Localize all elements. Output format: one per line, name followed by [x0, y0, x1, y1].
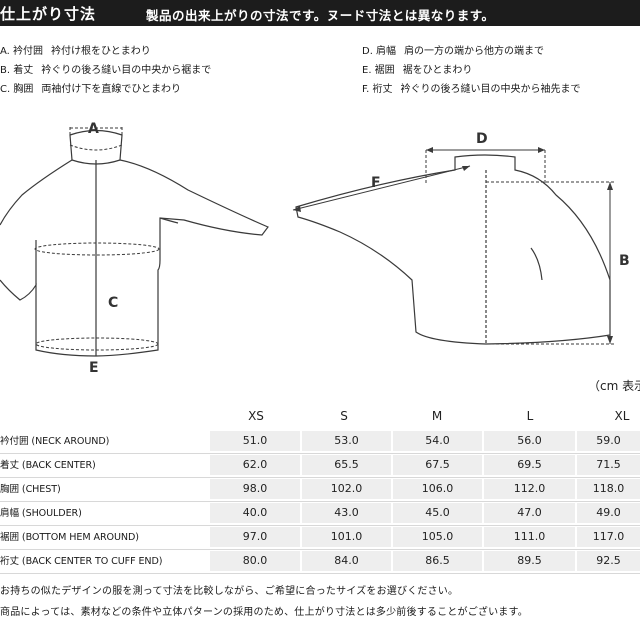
front-jacket-illustration: [0, 129, 269, 357]
unit-note: （cm 表示）: [588, 379, 640, 393]
table-cell: 111.0: [484, 527, 575, 547]
row-label: 裄丈 (BACK CENTER TO CUFF END): [0, 556, 163, 567]
definition-f: F. 裄丈衿ぐりの後ろ縫い目の中央から袖先まで: [362, 80, 581, 99]
table-cell: 54.0: [393, 431, 482, 451]
front-left-sleeve: [0, 159, 73, 226]
definitions-right: D. 肩幅肩の一方の端から他方の端まで E. 裾囲裾をひとまわり F. 裄丈衿ぐ…: [362, 42, 581, 99]
table-cell: 101.0: [302, 527, 391, 547]
diagram-label-f: F: [371, 175, 381, 191]
table-cell: 80.0: [210, 551, 300, 571]
garment-measurement-diagram: A C E D F B: [0, 121, 630, 376]
definition-code: C. 胸囲: [0, 84, 34, 95]
table-cell: 62.0: [210, 455, 300, 475]
header-bar: 仕上がり寸法 製品の出来上がりの寸法です。ヌード寸法とは異なります。: [0, 0, 640, 26]
table-cell: 117.0: [577, 527, 640, 547]
table-row: 肩幅 (SHOULDER) 40.0 43.0 45.0 47.0 49.0: [0, 501, 640, 526]
definition-text: 肩の一方の端から他方の端まで: [404, 46, 545, 57]
definition-text: 衿ぐりの後ろ縫い目の中央から袖先まで: [400, 84, 581, 95]
table-row: 裾囲 (BOTTOM HEM AROUND) 97.0 101.0 105.0 …: [0, 525, 640, 550]
definition-text: 裾をひとまわり: [402, 65, 473, 76]
table-row: 胸囲 (CHEST) 98.0 102.0 106.0 112.0 118.0: [0, 477, 640, 502]
diagram-label-b: B: [619, 253, 630, 269]
definition-code: D. 肩幅: [362, 46, 397, 57]
table-cell: 102.0: [302, 479, 391, 499]
size-header: L: [526, 409, 534, 423]
front-measure-guides: [34, 125, 160, 351]
diagram-label-e: E: [89, 360, 99, 376]
row-label: 肩幅 (SHOULDER): [0, 508, 82, 519]
row-label: 着丈 (BACK CENTER): [0, 460, 96, 471]
definition-d: D. 肩幅肩の一方の端から他方の端まで: [362, 42, 581, 61]
definition-code: E. 裾囲: [362, 65, 395, 76]
table-cell: 84.0: [302, 551, 391, 571]
page-title: 仕上がり寸法: [0, 5, 97, 23]
table-row: 裄丈 (BACK CENTER TO CUFF END) 80.0 84.0 8…: [0, 549, 640, 574]
table-cell: 49.0: [577, 503, 640, 523]
back-jacket-illustration: [295, 154, 611, 345]
table-cell: 71.5: [577, 455, 640, 475]
definition-code: A. 衿付囲: [0, 46, 44, 57]
table-cell: 40.0: [210, 503, 300, 523]
front-jacket-outline: [0, 129, 269, 357]
table-cell: 105.0: [393, 527, 482, 547]
size-header: XL: [614, 409, 630, 423]
table-cell: 43.0: [302, 503, 391, 523]
page-subtitle: 製品の出来上がりの寸法です。ヌード寸法とは異なります。: [146, 8, 495, 23]
definition-e: E. 裾囲裾をひとまわり: [362, 61, 581, 80]
note-variance: 商品によっては、素材などの条件や立体パターンの採用のため、仕上がり寸法とは多少前…: [0, 607, 528, 618]
table-cell: 92.5: [577, 551, 640, 571]
table-cell: 59.0: [577, 431, 640, 451]
table-cell: 97.0: [210, 527, 300, 547]
row-label: 胸囲 (CHEST): [0, 484, 61, 495]
size-header: M: [431, 409, 443, 423]
note-compare: お持ちの似たデザインの服を測って寸法を比較しながら、ご希望に合ったサイズをお選び…: [0, 586, 459, 597]
definition-text: 衿付け根をひとまわり: [51, 46, 151, 57]
table-cell: 45.0: [393, 503, 482, 523]
arrowheads: [293, 147, 613, 344]
table-cell: 51.0: [210, 431, 300, 451]
back-measure-guides: [292, 149, 615, 345]
table-cell: 65.5: [302, 455, 391, 475]
table-cell: 89.5: [484, 551, 575, 571]
table-cell: 69.5: [484, 455, 575, 475]
front-collar-base: [71, 159, 121, 165]
table-cell: 67.5: [393, 455, 482, 475]
table-cell: 53.0: [302, 431, 391, 451]
size-header: S: [340, 409, 348, 423]
definition-text: 衿ぐりの後ろ縫い目の中央から裾まで: [41, 65, 212, 76]
row-label: 衿付囲 (NECK AROUND): [0, 436, 110, 447]
table-cell: 47.0: [484, 503, 575, 523]
definition-code: B. 着丈: [0, 65, 34, 76]
table-cell: 98.0: [210, 479, 300, 499]
definition-code: F. 裄丈: [362, 84, 393, 95]
diagram-label-c: C: [108, 295, 118, 311]
diagram-label-d: D: [476, 131, 488, 147]
definition-a: A. 衿付囲衿付け根をひとまわり: [0, 42, 211, 61]
diagram-label-a: A: [88, 121, 99, 137]
definition-text: 両袖付け下を直線でひとまわり: [41, 84, 182, 95]
table-cell: 106.0: [393, 479, 482, 499]
definitions-left: A. 衿付囲衿付け根をひとまわり B. 着丈衿ぐりの後ろ縫い目の中央から裾まで …: [0, 42, 211, 99]
table-cell: 56.0: [484, 431, 575, 451]
back-jacket-outline: [295, 154, 611, 345]
table-row: 着丈 (BACK CENTER) 62.0 65.5 67.5 69.5 71.…: [0, 453, 640, 478]
table-row: 衿付囲 (NECK AROUND) 51.0 53.0 54.0 56.0 59…: [0, 429, 640, 454]
row-label: 裾囲 (BOTTOM HEM AROUND): [0, 532, 139, 543]
table-cell: 86.5: [393, 551, 482, 571]
size-header: XS: [248, 409, 264, 423]
definition-b: B. 着丈衿ぐりの後ろ縫い目の中央から裾まで: [0, 61, 211, 80]
table-cell: 118.0: [577, 479, 640, 499]
table-cell: 112.0: [484, 479, 575, 499]
back-sleeve-crease: [530, 247, 543, 281]
definition-c: C. 胸囲両袖付け下を直線でひとまわり: [0, 80, 211, 99]
front-right-underarm: [159, 217, 179, 224]
